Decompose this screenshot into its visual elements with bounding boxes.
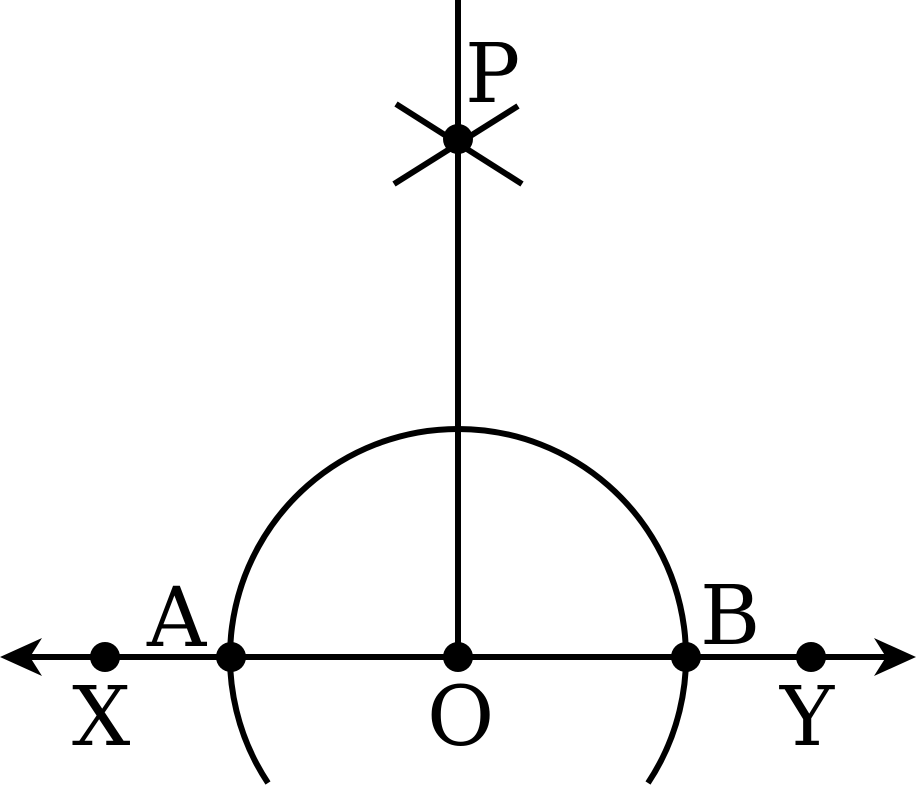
point-a <box>216 642 246 672</box>
arc-centered-o <box>227 426 689 785</box>
label-y: Y <box>779 670 835 765</box>
label-x: X <box>72 670 130 765</box>
right-arrowhead <box>874 638 916 676</box>
label-o: O <box>427 670 494 765</box>
point-o <box>443 642 473 672</box>
point-p <box>443 124 473 154</box>
left-arrowhead <box>0 638 42 676</box>
point-x <box>90 642 120 672</box>
label-b: B <box>700 569 760 664</box>
label-p: P <box>465 27 520 122</box>
label-a: A <box>146 571 208 666</box>
point-b <box>671 642 701 672</box>
point-y <box>796 642 826 672</box>
